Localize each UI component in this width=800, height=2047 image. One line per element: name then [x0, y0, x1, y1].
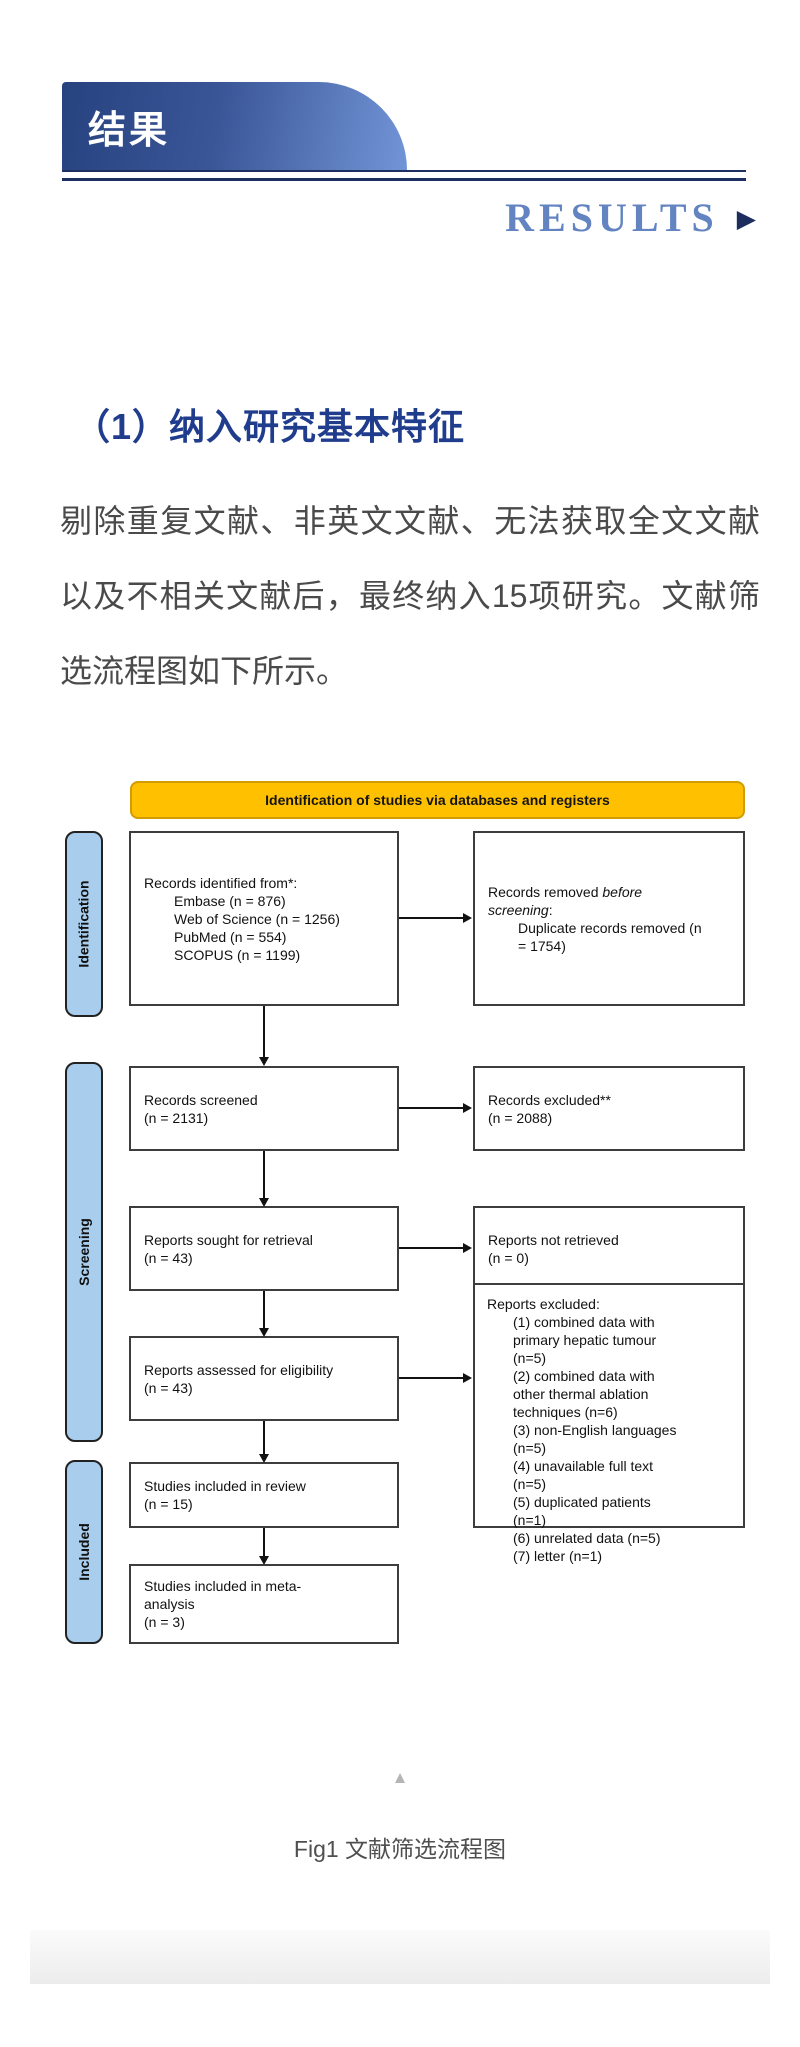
italic-phrase: before screening — [488, 883, 643, 918]
section-banner: 结果 — [62, 82, 407, 170]
paragraph-line: 选流程图如下所示。 — [60, 653, 349, 689]
prisma-flow-diagram: Identification of studies via databases … — [50, 770, 760, 1655]
box-count: (n = 15) — [144, 1496, 193, 1512]
flow-arrow-down — [259, 1421, 269, 1463]
flow-box-included-meta-analysis: Studies included in meta-analysis (n = 3… — [129, 1564, 399, 1644]
stage-ribbon-identification: Identification — [65, 831, 103, 1017]
box-count: (n = 43) — [144, 1249, 193, 1266]
exclusion-reason: (4) unavailable full text (n=5) — [513, 1458, 654, 1492]
flow-box-records-identified: Records identified from*: Embase (n = 87… — [129, 831, 399, 1006]
box-count: (n = 2088) — [488, 1109, 553, 1126]
results-row: RESULTS ▶ — [505, 194, 756, 241]
box-title: Reports not retrieved — [488, 1231, 619, 1248]
database-item: Web of Science (n = 1256) — [174, 910, 340, 927]
database-item: SCOPUS (n = 1199) — [174, 946, 301, 963]
divider-thick — [62, 178, 746, 181]
results-label: RESULTS — [505, 195, 719, 240]
box-count: (n = 3) — [144, 1614, 185, 1630]
box-title: Records excluded** — [488, 1091, 611, 1108]
removed-item: Duplicate records removed (n = 1754) — [518, 919, 702, 954]
box-title: Reports sought for retrieval — [144, 1231, 313, 1248]
box-count: (n = 2131) — [144, 1109, 209, 1126]
body-paragraph: 剔除重复文献、非英文文献、无法获取全文文献 以及不相关文献后，最终纳入15项研究… — [60, 484, 760, 709]
diagram-title-banner: Identification of studies via databases … — [130, 781, 745, 819]
exclusion-reason: (7) letter (n=1) — [513, 1548, 603, 1564]
flow-box-reports-sought: Reports sought for retrieval (n = 43) — [129, 1206, 399, 1291]
database-item: Embase (n = 876) — [174, 892, 286, 909]
flow-box-records-screened: Records screened (n = 2131) — [129, 1066, 399, 1151]
exclusion-reason: (6) unrelated data (n=5) — [513, 1530, 661, 1546]
figure-caption: Fig1 文献筛选流程图 — [293, 1836, 507, 1862]
box-title: Studies included in review — [144, 1478, 306, 1494]
flow-arrow-right — [399, 1243, 472, 1253]
section-heading: （1）纳入研究基本特征 — [74, 406, 466, 447]
paragraph-line: 以及不相关文献后，最终纳入15项研究。文献筛 — [60, 578, 760, 614]
flow-arrow-down — [259, 1528, 269, 1565]
box-title: Records screened — [144, 1091, 258, 1108]
box-count: (n = 43) — [144, 1379, 193, 1396]
flow-arrow-down — [259, 1291, 269, 1337]
flow-box-records-excluded: Records excluded** (n = 2088) — [473, 1066, 745, 1151]
banner-title: 结果 — [88, 109, 171, 152]
flow-box-reports-assessed: Reports assessed for eligibility (n = 43… — [129, 1336, 399, 1421]
box-title: Records removed before screening: — [488, 883, 643, 918]
exclusion-reason: (1) combined data with primary hepatic t… — [513, 1314, 657, 1366]
flow-arrow-right — [399, 1373, 472, 1383]
stage-label-included: Included — [76, 1523, 92, 1581]
forward-arrow-icon: ▶ — [736, 205, 756, 233]
box-title: Reports assessed for eligibility — [144, 1361, 334, 1378]
flow-arrow-down — [259, 1151, 269, 1207]
exclusion-reason: (2) combined data with other thermal abl… — [513, 1368, 655, 1420]
paragraph-line: 剔除重复文献、非英文文献、无法获取全文文献 — [60, 503, 760, 539]
box-count: (n = 0) — [488, 1249, 529, 1266]
exclusion-reason: (3) non-English languages (n=5) — [513, 1422, 677, 1456]
box-title: Reports excluded: — [487, 1296, 600, 1312]
divider-thin — [62, 170, 746, 172]
stage-label-identification: Identification — [76, 880, 92, 968]
flow-arrow-down — [259, 1006, 269, 1066]
database-item: PubMed (n = 554) — [174, 928, 287, 945]
flow-box-reports-excluded-reasons: Reports excluded: (1) combined data with… — [473, 1283, 745, 1564]
flow-arrow-right — [399, 913, 472, 923]
box-title: Records identified from*: — [144, 874, 298, 891]
collapse-triangle-icon[interactable]: ▲ — [391, 1768, 409, 1787]
flow-box-included-review: Studies included in review (n = 15) — [129, 1462, 399, 1528]
stage-ribbon-screening: Screening — [65, 1062, 103, 1442]
flow-box-records-removed: Records removed before screening: Duplic… — [473, 831, 745, 1006]
diagram-title: Identification of studies via databases … — [265, 792, 610, 808]
stage-label-screening: Screening — [76, 1218, 93, 1286]
exclusion-reason: (5) duplicated patients (n=1) — [513, 1494, 651, 1528]
stage-ribbon-included: Included — [65, 1460, 103, 1644]
box-title: Studies included in meta-analysis — [144, 1578, 302, 1612]
flow-box-reports-not-retrieved: Reports not retrieved (n = 0) — [473, 1206, 745, 1291]
flow-arrow-right — [399, 1103, 472, 1113]
bottom-gradient-strip — [30, 1930, 770, 1984]
